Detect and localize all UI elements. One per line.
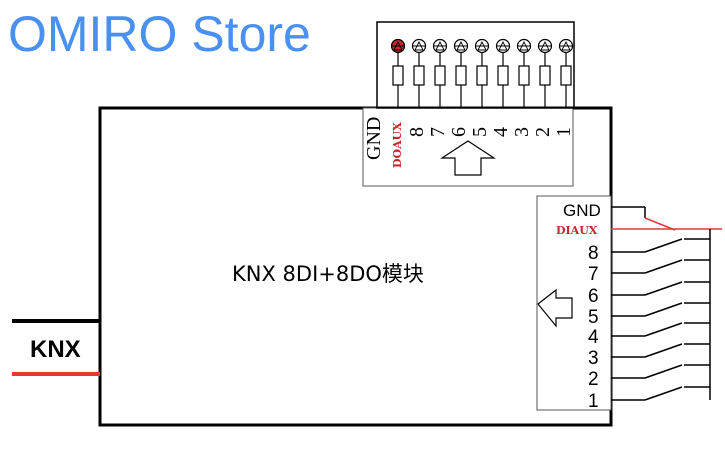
resistor-icon — [392, 65, 404, 86]
output-wiring — [376, 21, 575, 109]
led-symbol — [455, 40, 467, 51]
output-channel-label: 4 — [490, 127, 512, 137]
input-wiring — [611, 206, 722, 401]
output-channel-label: 2 — [532, 127, 554, 137]
input-aux-label: DIAUX — [556, 224, 598, 237]
resistor-icon — [413, 65, 425, 86]
input-channel-label: 2 — [588, 369, 599, 390]
input-switch — [644, 281, 683, 296]
left-arrow-icon — [537, 288, 573, 328]
output-channel-label: 3 — [511, 127, 533, 137]
led-symbol — [560, 40, 572, 51]
input-channel-label: 4 — [588, 327, 599, 348]
input-switch — [644, 343, 683, 358]
input-channel-label: 8 — [588, 243, 599, 264]
output-leds — [390, 38, 574, 108]
output-gnd-label: GND — [363, 117, 385, 160]
output-channel-label: 5 — [469, 127, 491, 137]
input-switch — [644, 302, 683, 317]
input-switch — [644, 386, 683, 401]
led-symbol — [413, 40, 425, 51]
led-symbol — [518, 40, 530, 51]
input-switch — [644, 322, 683, 337]
output-channel-label: 8 — [406, 127, 428, 137]
resistor-icon — [476, 65, 488, 86]
input-channel-label: 1 — [588, 391, 599, 412]
output-channel-label: 1 — [553, 127, 575, 137]
led-symbol — [434, 40, 446, 51]
led-symbol — [497, 40, 509, 51]
input-channel-label: 5 — [588, 307, 599, 328]
knx-bus-label: KNX — [30, 336, 81, 363]
resistor-icon — [518, 65, 530, 86]
store-watermark: OMIRO Store — [8, 6, 311, 62]
aux-switch — [644, 217, 676, 231]
module-title: KNX 8DI+8DO模块 — [232, 262, 424, 286]
output-channel-label: 6 — [448, 127, 470, 137]
up-arrow-icon — [439, 140, 497, 176]
input-switches — [611, 238, 710, 401]
led-symbol — [392, 40, 404, 51]
led-symbol — [476, 40, 488, 51]
input-switch — [644, 259, 683, 274]
output-aux-label: DOAUX — [391, 122, 404, 168]
resistor-icon — [497, 65, 509, 86]
input-channel-label: 7 — [588, 264, 599, 285]
input-channel-label: 3 — [588, 348, 599, 369]
resistor-icon — [434, 65, 446, 86]
led-symbol — [539, 40, 551, 51]
input-channel-label: 6 — [588, 286, 599, 307]
input-switch — [644, 364, 683, 379]
output-device-frame — [376, 21, 575, 109]
resistor-icon — [560, 65, 572, 86]
output-channel-label: 7 — [427, 127, 449, 137]
input-switch — [644, 238, 683, 253]
input-gnd-label: GND — [563, 201, 601, 220]
resistor-icon — [539, 65, 551, 86]
resistor-icon — [455, 65, 467, 86]
